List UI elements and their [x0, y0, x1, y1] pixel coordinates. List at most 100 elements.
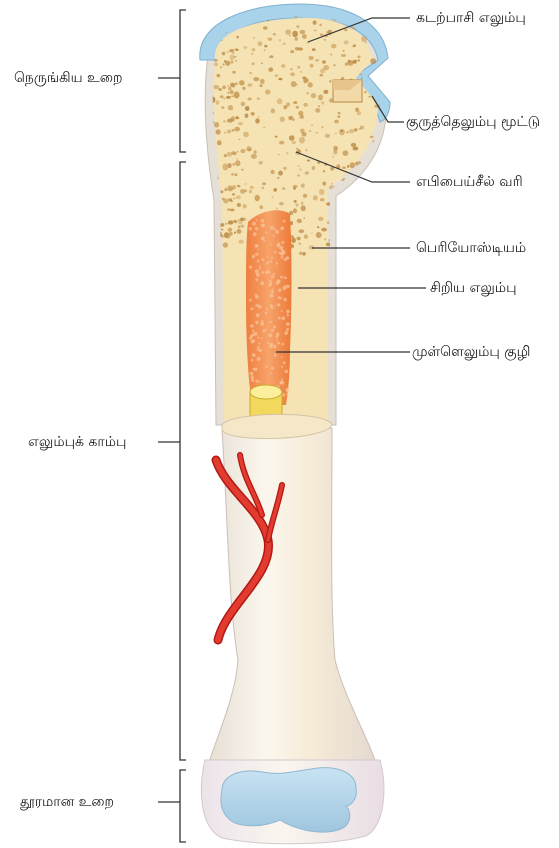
spongy-pore [338, 112, 341, 115]
spongy-pore [327, 221, 330, 224]
spongy-pore [251, 154, 257, 159]
proximal-section [200, 4, 392, 439]
label-diaphysis: எலும்புக் காம்பு [28, 434, 126, 450]
spongy-pore [329, 98, 333, 102]
spongy-pore [304, 234, 308, 239]
spongy-pore [237, 229, 242, 234]
marrow-speckle [259, 381, 261, 383]
marrow-speckle [276, 281, 280, 285]
spongy-pore [286, 152, 288, 154]
spongy-pore [234, 92, 240, 99]
spongy-pore [314, 29, 317, 31]
spongy-pore [237, 185, 239, 187]
spongy-pore [276, 208, 278, 209]
spongy-pore [252, 48, 256, 52]
spongy-pore [216, 129, 221, 134]
spongy-pore [214, 85, 220, 89]
marrow-speckle [269, 280, 272, 283]
spongy-pore [260, 205, 263, 209]
spongy-pore [232, 185, 236, 189]
marrow-speckle [280, 226, 284, 230]
spongy-pore [383, 35, 386, 37]
spongy-pore [242, 218, 247, 222]
marrow-speckle [279, 381, 282, 384]
marrow-speckle [269, 294, 273, 298]
spongy-pore [364, 224, 369, 228]
spongy-pore [302, 252, 306, 256]
spongy-pore [379, 13, 382, 15]
spongy-pore [220, 190, 223, 193]
spongy-pore [239, 221, 243, 224]
spongy-pore [277, 177, 279, 179]
marrow-speckle [252, 255, 255, 258]
spongy-pore [301, 115, 303, 116]
marrow-speckle [283, 286, 287, 290]
spongy-pore [344, 29, 347, 32]
spongy-pore [240, 189, 245, 194]
spongy-pore [333, 64, 336, 66]
spongy-pore [374, 168, 379, 174]
spongy-pore [281, 64, 285, 67]
marrow-speckle [249, 299, 252, 302]
spongy-pore [283, 42, 286, 45]
spongy-pore [349, 129, 354, 134]
marrow-speckle [277, 303, 280, 306]
marrow-speckle [257, 248, 259, 250]
spongy-pore [214, 63, 219, 67]
spongy-pore [354, 128, 358, 131]
spongy-pore [381, 193, 387, 198]
marrow-speckle [255, 253, 258, 256]
marrow-speckle [268, 271, 270, 273]
spongy-pore [381, 70, 387, 77]
spongy-pore [257, 98, 260, 100]
spongy-pore [309, 56, 314, 60]
marrow-speckle [274, 354, 277, 357]
spongy-pore [207, 219, 213, 223]
marrow-speckle [277, 342, 280, 345]
spongy-pore [323, 170, 325, 173]
marrow-speckle [281, 366, 283, 368]
marrow-speckle [273, 326, 276, 329]
spongy-pore [235, 160, 240, 166]
marrow-speckle [255, 227, 258, 230]
spongy-pore [227, 51, 229, 53]
spongy-pore [370, 136, 374, 138]
spongy-pore [234, 56, 236, 58]
spongy-pore [214, 18, 216, 20]
spongy-pore [307, 160, 310, 162]
spongy-pore [264, 49, 266, 51]
marrow-speckle [286, 328, 289, 331]
spongy-pore [251, 112, 255, 115]
spongy-pore [221, 106, 224, 109]
spongy-pore [296, 84, 298, 86]
spongy-pore [227, 185, 233, 191]
spongy-pore [222, 198, 225, 201]
spongy-pore [293, 101, 297, 104]
spongy-pore [223, 63, 225, 65]
spongy-pore [220, 223, 224, 227]
spongy-pore [308, 82, 313, 87]
spongy-pore [223, 98, 225, 99]
spongy-pore [277, 98, 283, 104]
spongy-pore [232, 71, 236, 74]
marrow-speckle [256, 304, 259, 307]
bracket-proximal [180, 10, 186, 152]
spongy-pore [381, 204, 387, 208]
marrow-speckle [254, 332, 258, 336]
spongy-pore [320, 34, 323, 36]
spongy-pore [358, 59, 361, 61]
spongy-pore [301, 202, 304, 205]
spongy-pore [267, 20, 269, 22]
marrow-speckle [282, 343, 285, 346]
spongy-pore [321, 228, 327, 232]
marrow-speckle [286, 322, 290, 326]
marrow-speckle [262, 271, 265, 274]
spongy-pore [263, 26, 268, 29]
spongy-pore [343, 50, 345, 52]
spongy-pore [299, 137, 305, 144]
spongy-pore [224, 132, 226, 134]
marrow-speckle [255, 380, 258, 383]
spongy-pore [275, 136, 278, 138]
spongy-pore [233, 198, 235, 200]
spongy-pore [382, 32, 387, 35]
